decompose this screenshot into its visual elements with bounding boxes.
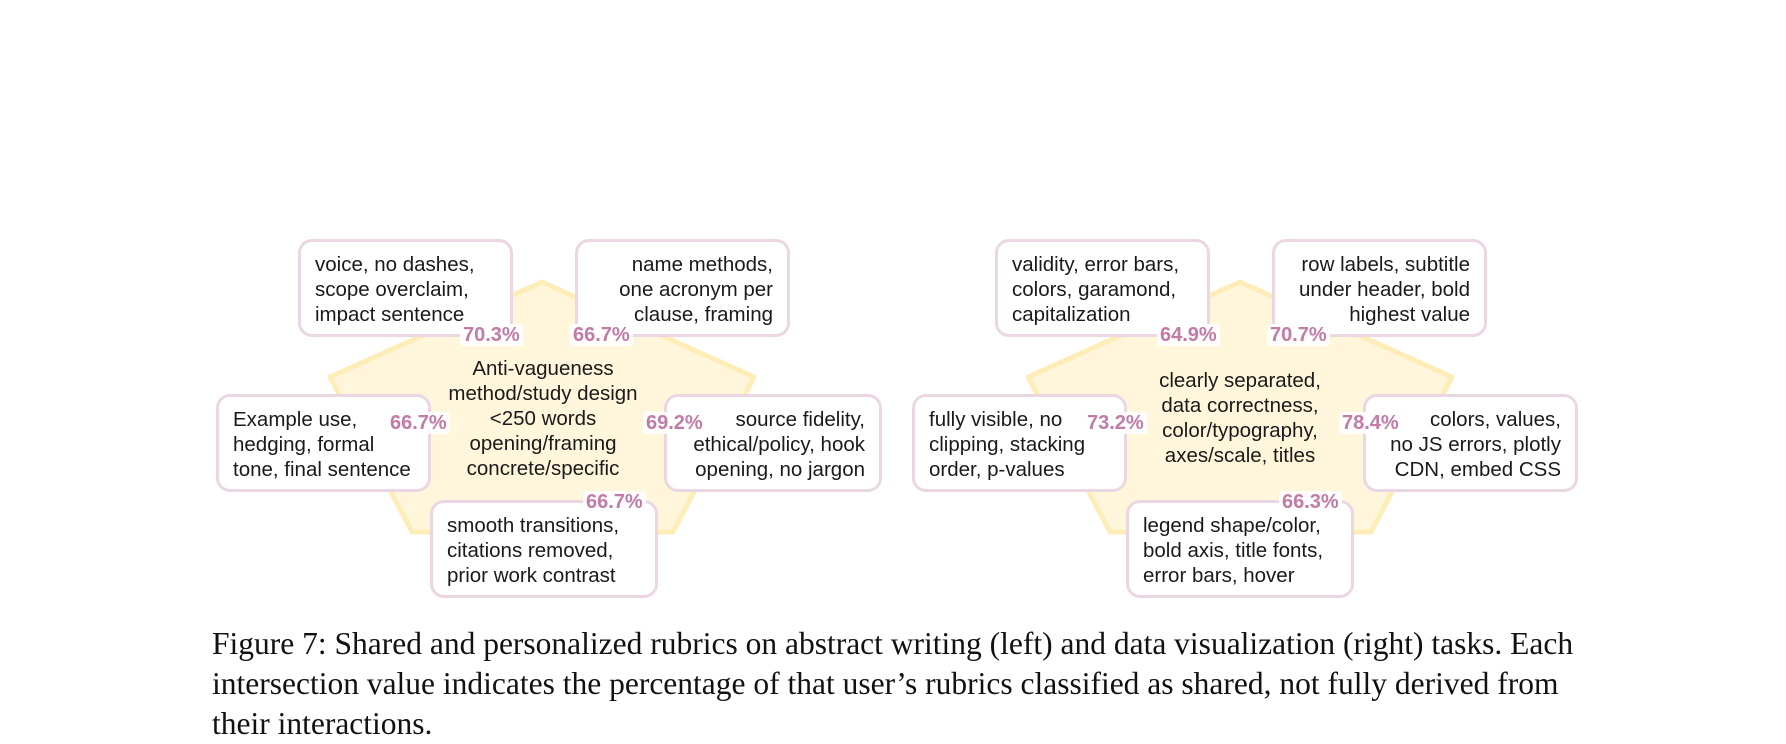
right-percent-left: 73.2% — [1084, 412, 1147, 434]
right-user-box-top-right: row labels, subtitle under header, bold … — [1272, 239, 1487, 337]
left-percent-top-right: 66.7% — [570, 324, 633, 346]
right-user-box-bottom: legend shape/color, bold axis, title fon… — [1126, 500, 1354, 598]
rubric-diagrams: Anti-vagueness method/study design <250 … — [216, 239, 1578, 598]
left-user-box-left: Example use, hedging, formal tone, final… — [216, 394, 431, 492]
left-percent-top-left: 70.3% — [460, 324, 523, 346]
left-shared-rubrics: Anti-vagueness method/study design <250 … — [448, 357, 638, 480]
right-user-box-left: fully visible, no clipping, stacking ord… — [912, 394, 1127, 492]
right-user-box-top-left: validity, error bars, colors, garamond, … — [995, 239, 1210, 337]
left-user-box-top-left: voice, no dashes, scope overclaim, impac… — [298, 239, 513, 337]
right-shared-rubrics: clearly separated, data correctness, col… — [1159, 369, 1321, 467]
figure-caption: Figure 7: Shared and personalized rubric… — [212, 626, 1574, 741]
right-percent-top-left: 64.9% — [1157, 324, 1220, 346]
left-user-box-bottom: smooth transitions, citations removed, p… — [430, 500, 658, 598]
left-percent-bottom: 66.7% — [583, 491, 646, 513]
right-percent-right: 78.4% — [1339, 412, 1402, 434]
left-percent-right: 69.2% — [643, 412, 706, 434]
left-user-box-right: source fidelity, ethical/policy, hook op… — [664, 394, 882, 492]
right-percent-bottom: 66.3% — [1279, 491, 1342, 513]
right-percent-top-right: 70.7% — [1267, 324, 1330, 346]
left-user-box-top-right: name methods, one acronym per clause, fr… — [575, 239, 790, 337]
right-user-box-right: colors, values, no JS errors, plotly CDN… — [1363, 394, 1578, 492]
pentagon-backgrounds — [327, 279, 1455, 535]
left-percent-left: 66.7% — [387, 412, 450, 434]
